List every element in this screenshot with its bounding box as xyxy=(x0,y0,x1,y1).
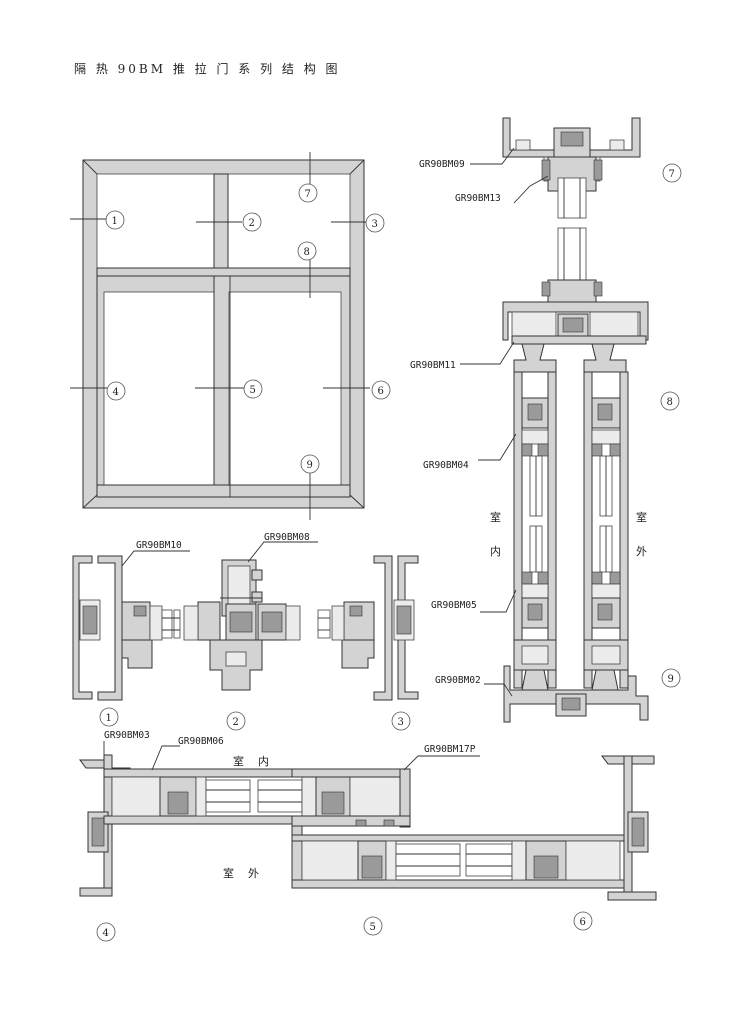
vertical-section: GR90BM09 GR90BM13 GR90BM11 GR90BM04 GR90… xyxy=(410,117,682,723)
elevation-marker-9 xyxy=(300,454,320,474)
elevation-marker-5-label: 5 xyxy=(250,385,256,396)
elevation-marker-3-label: 3 xyxy=(372,219,378,230)
elevation-marker-6-label: 6 xyxy=(378,386,384,397)
elevation-marker-5 xyxy=(243,379,263,399)
label-gr90bm04: GR90BM04 xyxy=(423,460,469,471)
door-elevation: 1 2 3 4 5 6 7 8 9 xyxy=(70,152,391,520)
elevation-marker-2-label: 2 xyxy=(249,218,255,229)
label-gr90bm17p: GR90BM17P xyxy=(424,744,476,755)
section-number-2: 2 xyxy=(233,717,239,728)
outdoor-label: 室 外 xyxy=(223,866,259,880)
label-gr90bm08: GR90BM08 xyxy=(264,532,310,543)
section-number-7: 7 xyxy=(669,169,675,180)
label-gr90bm05: GR90BM05 xyxy=(431,600,477,611)
elevation-marker-7-label: 7 xyxy=(305,189,311,200)
horizontal-section-4-5-6: GR90BM03 GR90BM06 GR90BM17P 室 内 室 外 4 5 … xyxy=(79,730,657,942)
label-gr90bm10: GR90BM10 xyxy=(136,540,182,551)
section-number-1: 1 xyxy=(106,713,112,724)
elevation-marker-8-label: 8 xyxy=(304,247,310,258)
section-number-6: 6 xyxy=(580,917,586,928)
indoor-label: 室 内 xyxy=(233,754,269,768)
label-gr90bm11: GR90BM11 xyxy=(410,360,456,371)
label-gr90bm03: GR90BM03 xyxy=(104,730,150,741)
outdoor-char-1: 室 xyxy=(636,510,647,524)
elevation-marker-4-label: 4 xyxy=(113,387,119,398)
section-number-9: 9 xyxy=(668,674,674,685)
section-number-5: 5 xyxy=(370,922,376,933)
label-gr90bm02: GR90BM02 xyxy=(435,675,481,686)
drawing-title: 隔 热 90BM 推 拉 门 系 列 结 构 图 xyxy=(74,62,341,76)
elevation-marker-6 xyxy=(371,380,391,400)
elevation-marker-9-label: 9 xyxy=(307,460,313,471)
elevation-marker-8 xyxy=(297,241,317,261)
elevation-marker-1-label: 1 xyxy=(112,216,118,227)
label-gr90bm09: GR90BM09 xyxy=(419,159,465,170)
outdoor-char-2: 外 xyxy=(636,545,647,558)
label-gr90bm13: GR90BM13 xyxy=(455,193,501,204)
label-gr90bm06: GR90BM06 xyxy=(178,736,224,747)
elevation-marker-4 xyxy=(106,381,126,401)
section-number-8: 8 xyxy=(667,397,673,408)
elevation-marker-1 xyxy=(105,210,125,230)
section-number-4: 4 xyxy=(103,928,109,939)
section-number-3: 3 xyxy=(398,717,404,728)
elevation-marker-7 xyxy=(298,183,318,203)
horizontal-section-1-2-3: GR90BM10 GR90BM08 1 2 3 xyxy=(72,532,419,731)
elevation-marker-3 xyxy=(365,213,385,233)
indoor-char-2: 内 xyxy=(490,544,501,558)
indoor-char-1: 室 xyxy=(490,510,501,524)
elevation-marker-2 xyxy=(242,212,262,232)
